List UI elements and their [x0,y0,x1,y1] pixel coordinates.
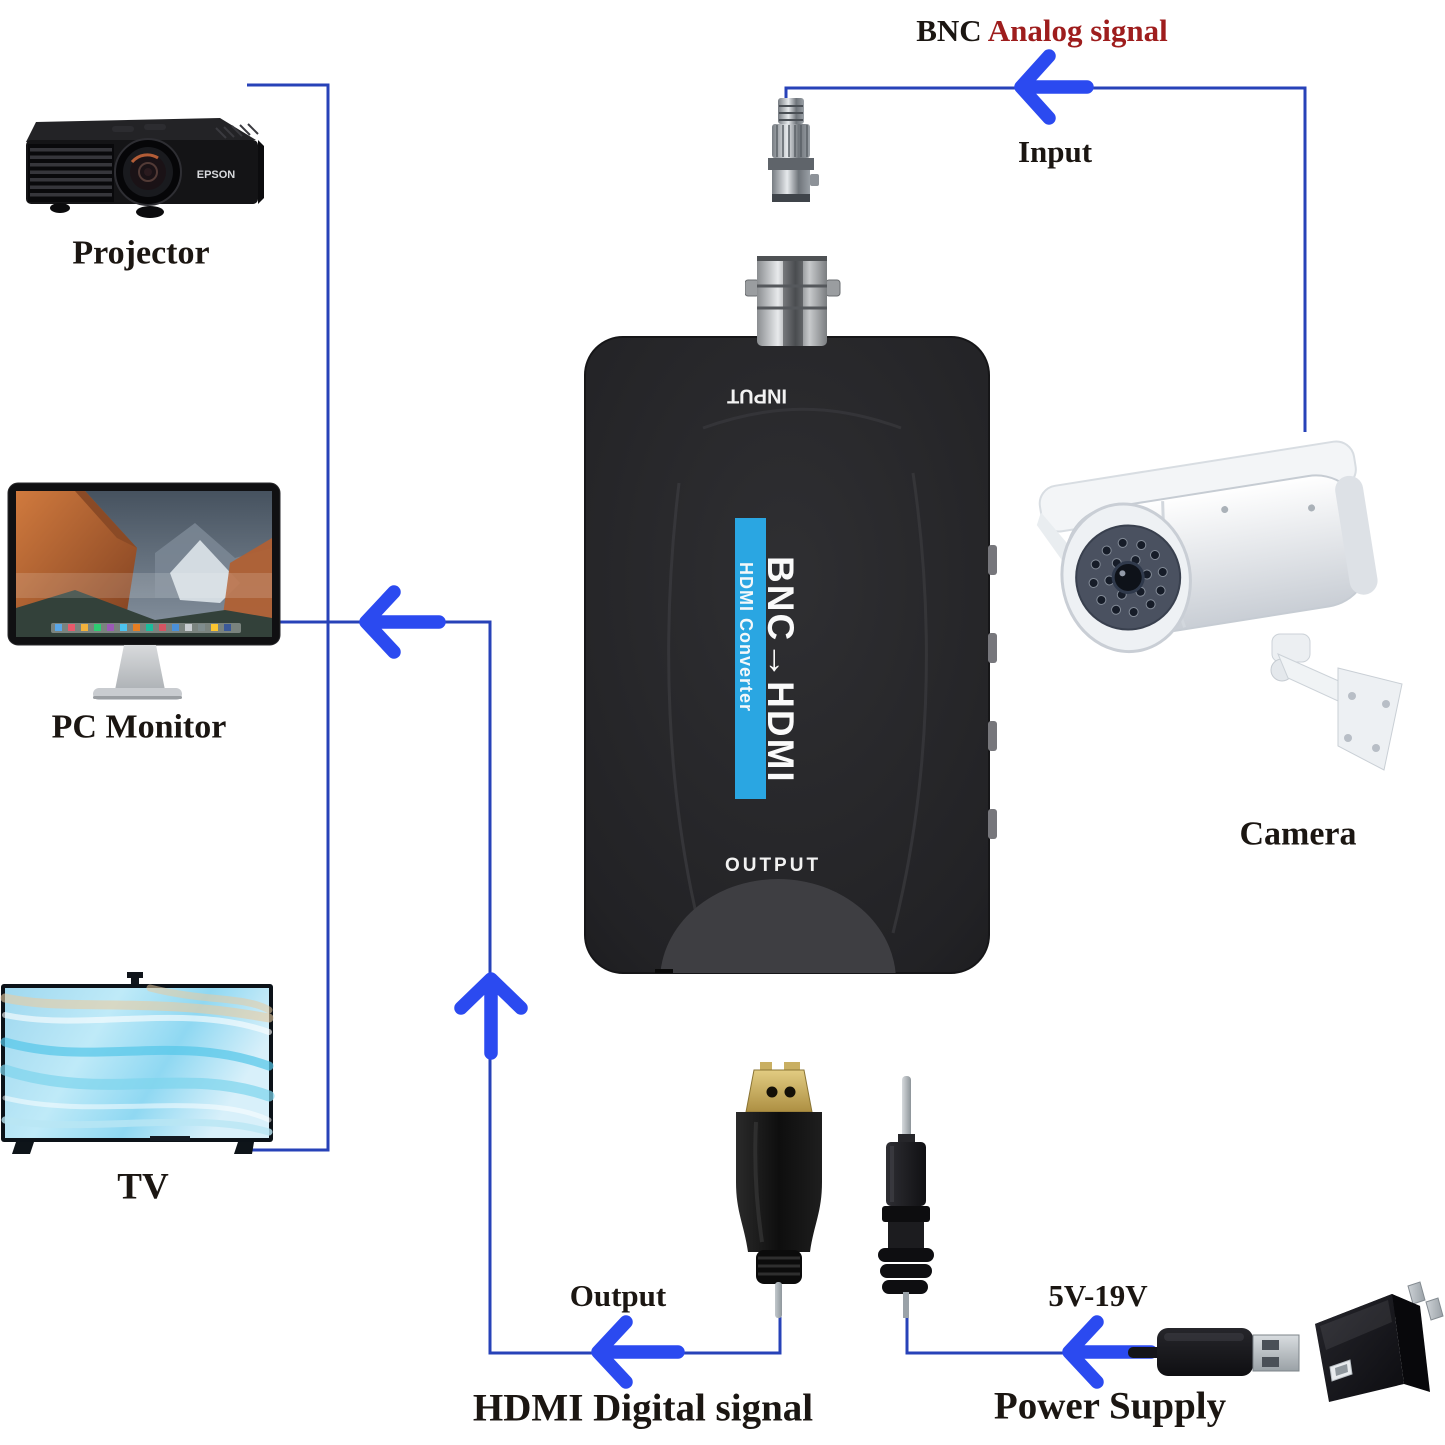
monitor-arrow-left-icon [359,585,446,659]
bnc-jack-image [745,256,841,346]
hdmi-arrow-left-icon [591,1315,685,1389]
hdmi-plug-image [736,1062,822,1318]
bnc-label: BNC [916,12,982,48]
tv-image [0,972,275,1154]
power-adapter-image [1315,1281,1444,1402]
input-label: Input [1017,133,1093,169]
projector-brand-text: EPSON [197,169,236,181]
camera-label: Camera [1239,815,1357,853]
converter-input-port-label: INPUT [727,384,787,407]
hdmi-digital-signal-label: HDMI Digital signal [472,1386,814,1430]
converter-arrow-up-icon [454,972,528,1060]
dock-icons [55,624,231,631]
bnc-analog-signal-label: BNC Analog signal [916,12,1168,48]
converter-output-port-label: OUTPUT [724,855,822,876]
projector-image: EPSON [26,118,264,218]
usb-cable-image [1128,1328,1300,1376]
input-arrow-left-icon [1014,49,1094,125]
output-label: Output [569,1277,667,1313]
converter-image [584,336,997,974]
analog-signal-label: Analog signal [987,12,1168,48]
dc-plug-image [878,1076,934,1318]
ir-led-dots [1088,537,1168,618]
projector-label: Projector [72,234,210,272]
camera-image [1036,440,1403,771]
converter-stripe-subtitle: HDMI Converter [736,562,756,713]
wire-projector-tv [247,83,330,1152]
converter-stripe-title: BNC→HDMI [760,556,801,784]
voltage-range-label: 5V-19V [1048,1277,1148,1313]
power-supply-label: Power Supply [993,1384,1227,1428]
pc-monitor-label: PC Monitor [51,708,227,746]
tv-label: TV [117,1166,169,1208]
converter-stripe [735,518,766,799]
pc-monitor-image [7,482,281,700]
bnc-connector-image [768,98,819,202]
